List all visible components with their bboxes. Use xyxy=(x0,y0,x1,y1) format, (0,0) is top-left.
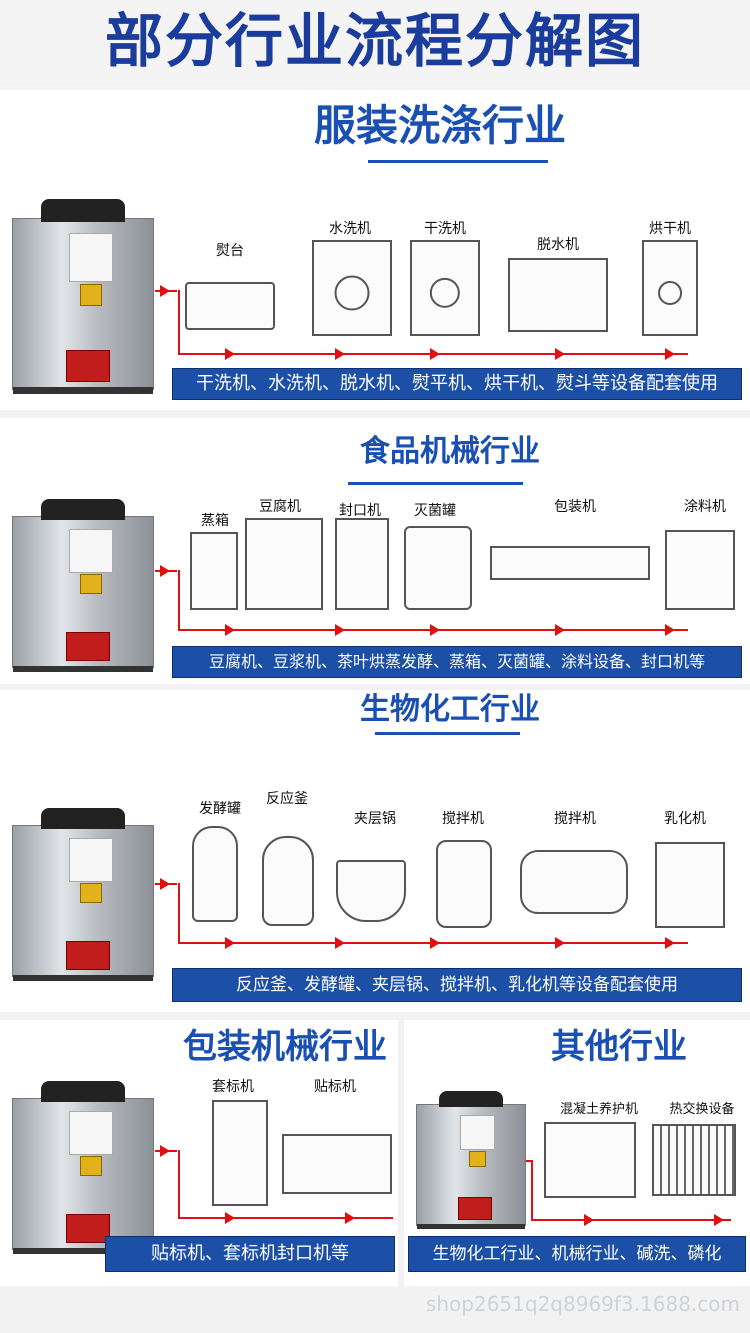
machine-label: 贴标机 xyxy=(314,1079,356,1095)
machine-label: 灭菌罐 xyxy=(414,503,456,519)
mixer-image xyxy=(436,840,492,928)
machine-label: 混凝土养护机 xyxy=(559,1102,638,1117)
usage-bar: 生物化工行业、机械行业、碱洗、磷化 xyxy=(408,1236,746,1272)
flow-line xyxy=(178,290,180,354)
title-underline xyxy=(375,732,520,735)
coating-machine-image xyxy=(665,530,735,610)
arrow-icon xyxy=(225,937,235,949)
arrow-icon xyxy=(335,624,345,636)
machine-label: 夹层锅 xyxy=(354,811,396,827)
arrow-icon xyxy=(584,1214,594,1226)
flow-line xyxy=(178,1217,393,1219)
machine-label: 干洗机 xyxy=(424,221,466,237)
fermenter-image xyxy=(192,826,238,922)
sleeve-labeler-image xyxy=(212,1100,268,1206)
section-title: 食品机械行业 xyxy=(360,434,540,469)
arrow-icon xyxy=(345,1212,355,1224)
arrow-icon xyxy=(555,348,565,360)
tofu-machine-image xyxy=(245,518,323,610)
usage-bar: 贴标机、套标机封口机等 xyxy=(105,1236,395,1272)
jacketed-kettle-image xyxy=(336,860,406,922)
dry-cleaner-image xyxy=(410,240,480,336)
page-title: 部分行业流程分解图 xyxy=(104,7,645,75)
flow-line xyxy=(531,1219,731,1221)
section-biochem: 生物化工行业 发酵罐 反应釜 夹层锅 搅拌机 搅拌机 乳化机 反应釜、发酵罐、夹… xyxy=(0,690,750,1012)
reactor-image xyxy=(262,836,314,926)
arrow-icon xyxy=(430,348,440,360)
arrow-icon xyxy=(335,348,345,360)
arrow-icon xyxy=(665,937,675,949)
arrow-icon xyxy=(665,348,675,360)
usage-bar: 反应釜、发酵罐、夹层锅、搅拌机、乳化机等设备配套使用 xyxy=(172,968,742,1002)
machine-label: 豆腐机 xyxy=(259,499,301,515)
packaging-machine-image xyxy=(490,546,650,580)
arrow-icon xyxy=(665,624,675,636)
washing-machine-image xyxy=(312,240,392,336)
dryer-image xyxy=(642,240,698,336)
sealing-machine-image xyxy=(335,518,389,610)
arrow-icon xyxy=(160,1145,170,1157)
machine-label: 涂料机 xyxy=(684,499,726,515)
steam-boiler-image xyxy=(416,1090,526,1229)
arrow-icon xyxy=(555,624,565,636)
flow-line xyxy=(178,1150,180,1218)
ironing-table-image xyxy=(185,282,275,330)
arrow-icon xyxy=(160,285,170,297)
arrow-icon xyxy=(160,565,170,577)
machine-label: 热交换设备 xyxy=(669,1102,735,1117)
flow-line xyxy=(526,1160,532,1162)
machine-label: 反应釜 xyxy=(266,791,308,807)
watermark: shop2651q2q8969f3.1688.com xyxy=(425,1292,740,1316)
concrete-curing-machine-image xyxy=(544,1122,636,1198)
machine-label: 包装机 xyxy=(554,499,596,515)
horizontal-mixer-image xyxy=(520,850,628,914)
arrow-icon xyxy=(225,348,235,360)
section-title: 服装洗涤行业 xyxy=(313,101,566,150)
arrow-icon xyxy=(714,1214,724,1226)
title-underline xyxy=(348,482,523,485)
arrow-icon xyxy=(335,937,345,949)
flow-line xyxy=(178,883,180,943)
section-other: 其他行业 混凝土养护机 热交换设备 生物化工行业、机械行业、碱洗、磷化 xyxy=(404,1020,750,1286)
section-packaging: 包装机械行业 套标机 贴标机 贴标机、套标机封口机等 xyxy=(0,1020,398,1286)
sterilizer-tank-image xyxy=(404,526,472,610)
machine-label: 脱水机 xyxy=(537,237,579,253)
machine-label: 乳化机 xyxy=(664,811,706,827)
labeling-machine-image xyxy=(282,1134,392,1194)
section-title: 生物化工行业 xyxy=(360,692,540,727)
machine-label: 套标机 xyxy=(212,1079,254,1095)
arrow-icon xyxy=(225,1212,235,1224)
machine-label: 搅拌机 xyxy=(442,811,484,827)
section-laundry: 服装洗涤行业 熨台 水洗机 干洗机 脱水机 烘干机 干洗机、水洗机、脱水机、熨平… xyxy=(0,90,750,410)
section-title: 其他行业 xyxy=(551,1027,687,1067)
usage-bar: 豆腐机、豆浆机、茶叶烘蒸发酵、蒸箱、灭菌罐、涂料设备、封口机等 xyxy=(172,646,742,678)
machine-label: 熨台 xyxy=(216,243,244,259)
arrow-icon xyxy=(225,624,235,636)
machine-label: 搅拌机 xyxy=(554,811,596,827)
flow-line xyxy=(178,570,180,630)
machine-label: 发酵罐 xyxy=(199,801,241,817)
steam-boiler-image xyxy=(12,808,154,981)
title-banner: 部分行业流程分解图 xyxy=(0,0,750,82)
title-underline xyxy=(368,160,548,163)
section-title: 包装机械行业 xyxy=(183,1027,387,1067)
steam-boiler-image xyxy=(12,1081,154,1254)
emulsifier-image xyxy=(655,842,725,928)
steamer-image xyxy=(190,532,238,610)
section-food: 食品机械行业 蒸箱 豆腐机 封口机 灭菌罐 包装机 涂料机 豆腐机、豆浆机、茶叶… xyxy=(0,418,750,684)
arrow-icon xyxy=(555,937,565,949)
heat-exchanger-image xyxy=(652,1124,736,1196)
machine-label: 封口机 xyxy=(339,503,381,519)
flow-line xyxy=(531,1160,533,1220)
arrow-icon xyxy=(160,878,170,890)
machine-label: 蒸箱 xyxy=(201,513,229,529)
steam-boiler-image xyxy=(12,499,154,672)
machine-label: 烘干机 xyxy=(649,221,691,237)
arrow-icon xyxy=(430,624,440,636)
arrow-icon xyxy=(430,937,440,949)
usage-bar: 干洗机、水洗机、脱水机、熨平机、烘干机、熨斗等设备配套使用 xyxy=(172,368,742,400)
steam-boiler-image xyxy=(12,198,154,395)
machine-label: 水洗机 xyxy=(329,221,371,237)
extractor-image xyxy=(508,258,608,332)
